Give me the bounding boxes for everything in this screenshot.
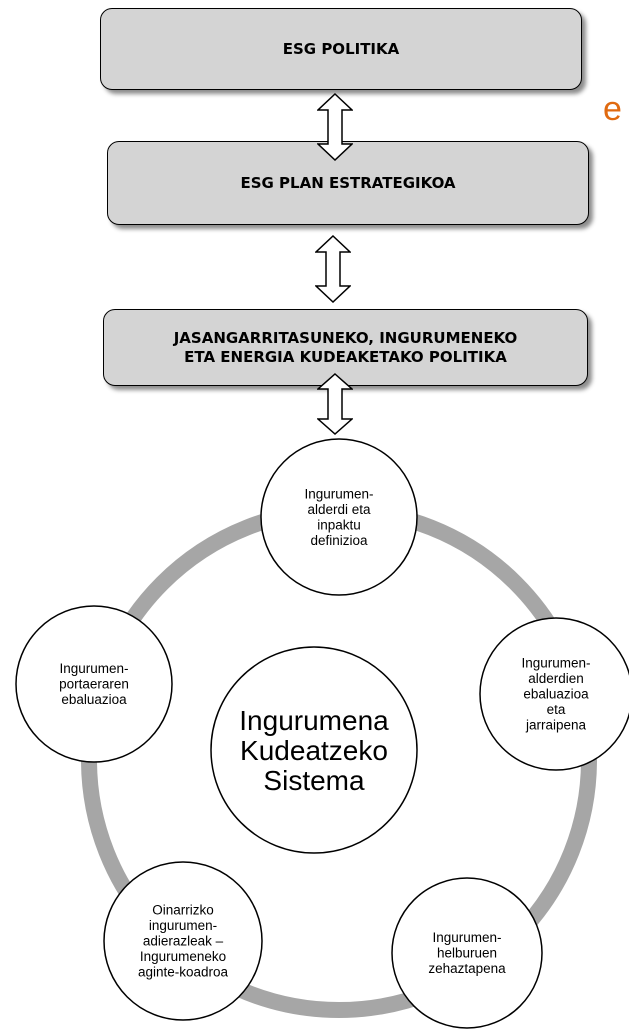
cycle-node-label: Ingurumen-: [521, 656, 590, 671]
esg-strategic-plan-box: ESG PLAN ESTRATEGIKOA: [107, 141, 589, 225]
brand-logo-fragment: e: [603, 90, 622, 128]
cycle-node-label: ebaluazioa: [61, 692, 127, 707]
cycle-node-label: adierazleak –: [143, 934, 224, 949]
center-label: Ingurumena: [239, 705, 389, 736]
double-arrow-icon: [317, 93, 353, 161]
esg-policy-box: ESG POLITIKA: [100, 8, 582, 90]
double-arrow-icon: [315, 235, 351, 303]
node-aspects-evaluation: Ingurumen-alderdienebaluazioaetajarraipe…: [479, 617, 629, 771]
cycle-node-label: Oinarrizko: [152, 903, 214, 918]
center-label: Kudeatzeko: [240, 735, 388, 766]
cycle-node-label: alderdien: [528, 671, 584, 686]
cycle-node-label: Ingurumeneko: [140, 949, 226, 964]
cycle-node-circle: [103, 861, 263, 1021]
sustainability-policy-line-2: ETA ENERGIA KUDEAKETAKO POLITIKA: [184, 347, 507, 366]
cycle-node-circle: [260, 438, 418, 596]
center-label: Sistema: [263, 765, 365, 796]
cycle-node-label: helburuen: [437, 946, 497, 961]
sustainability-policy-line-1: JASANGARRITASUNEKO, INGURUMENEKO: [173, 328, 518, 347]
cycle-node-label: zehaztapena: [428, 961, 506, 976]
sustainability-policy-box: JASANGARRITASUNEKO, INGURUMENEKO ETA ENE…: [103, 309, 588, 386]
cycle-node-circle: [391, 877, 543, 1029]
cycle-node-label: definizioa: [310, 533, 368, 548]
cycle-node-label: alderdi eta: [307, 502, 371, 517]
cycle-node-circle: [15, 605, 173, 763]
cycle-node-label: ingurumen-: [149, 918, 217, 933]
cycle-node-label: eta: [547, 702, 566, 717]
cycle-node-label: aginte-koadroa: [138, 965, 229, 980]
esg-strategic-plan-label: ESG PLAN ESTRATEGIKOA: [240, 174, 456, 192]
cycle-node-circle: [479, 617, 629, 771]
cycle-node-label: jarraipena: [525, 718, 587, 733]
cycle-node-label: Ingurumen-: [304, 486, 373, 501]
cycle-node-label: Ingurumen-: [432, 930, 501, 945]
esg-policy-label: ESG POLITIKA: [282, 40, 400, 58]
cycle-node-label: portaeraren: [59, 677, 129, 692]
double-arrow-icon: [317, 373, 353, 435]
center-circle: [210, 646, 418, 854]
cycle-node-label: inpaktu: [317, 517, 361, 532]
cycle-node-label: Ingurumen-: [59, 661, 128, 676]
cycle-node-label: ebaluazioa: [523, 687, 589, 702]
